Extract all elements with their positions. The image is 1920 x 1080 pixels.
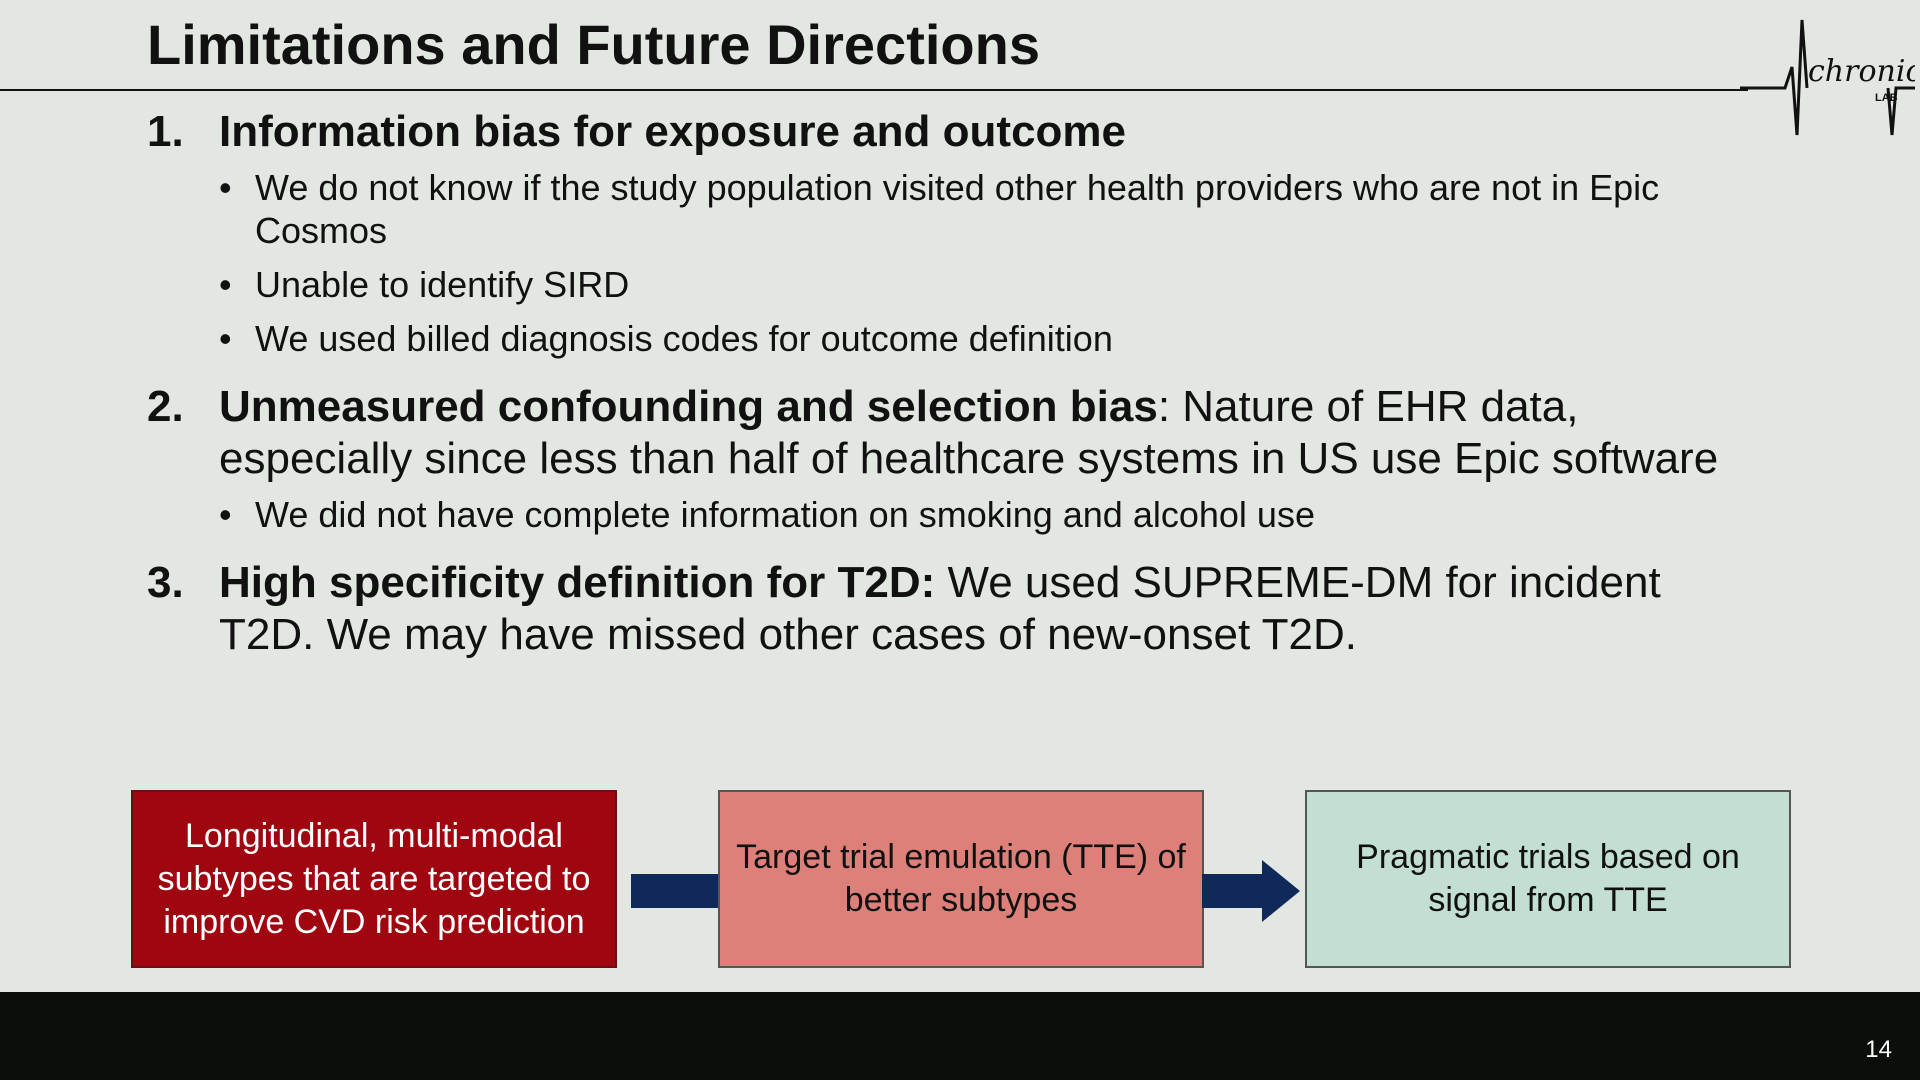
flow-connector-icon (631, 874, 723, 908)
sub-bullet-list: •We did not have complete information on… (219, 493, 1767, 536)
bullet-dot-icon: • (219, 167, 232, 208)
limitations-list: 1. Information bias for exposure and out… (147, 106, 1767, 661)
item-heading: High specificity definition for T2D: (219, 558, 936, 607)
footer-bar: 14 (0, 992, 1920, 1080)
future-directions-flow: Longitudinal, multi-modal subtypes that … (0, 788, 1920, 974)
page-number: 14 (1865, 1036, 1892, 1063)
bullet-dot-icon: • (219, 264, 232, 305)
flow-box-subtypes: Longitudinal, multi-modal subtypes that … (131, 790, 617, 968)
item-heading: Unmeasured confounding and selection bia… (219, 382, 1158, 431)
limitation-item: 2. Unmeasured confounding and selection … (147, 381, 1767, 547)
limitation-item: 1. Information bias for exposure and out… (147, 106, 1767, 371)
svg-text:LAB: LAB (1875, 92, 1898, 104)
item-description: : Nature of EHR data, especially since l… (219, 382, 1719, 483)
item-heading: Information bias for exposure and outcom… (219, 107, 1127, 156)
bullet-dot-icon: • (219, 318, 232, 359)
flow-box-tte: Target trial emulation (TTE) of better s… (718, 790, 1204, 968)
sub-bullet-list: •We do not know if the study population … (219, 166, 1767, 360)
sub-bullet: •We did not have complete information on… (219, 494, 1315, 535)
item-description: We used SUPREME-DM for incident T2D. We … (219, 558, 1661, 659)
title-divider (0, 89, 1748, 91)
sub-bullet: •We do not know if the study population … (219, 167, 1660, 251)
item-number: 1. (147, 107, 184, 156)
bullet-dot-icon: • (219, 494, 232, 535)
chronic-lab-logo-icon: chronic LAB (1740, 19, 1920, 136)
slide-title: Limitations and Future Directions (147, 13, 1040, 76)
sub-bullet: •We used billed diagnosis codes for outc… (219, 318, 1113, 359)
limitation-item: 3. High specificity definition for T2D: … (147, 557, 1767, 661)
item-number: 2. (147, 382, 184, 431)
arrow-right-icon (1202, 860, 1300, 922)
lab-logo: chronic LAB (1740, 15, 1920, 150)
flow-box-pragmatic-trials: Pragmatic trials based on signal from TT… (1305, 790, 1791, 968)
item-number: 3. (147, 558, 184, 607)
svg-text:chronic: chronic (1808, 54, 1915, 89)
sub-bullet: •Unable to identify SIRD (219, 264, 630, 305)
